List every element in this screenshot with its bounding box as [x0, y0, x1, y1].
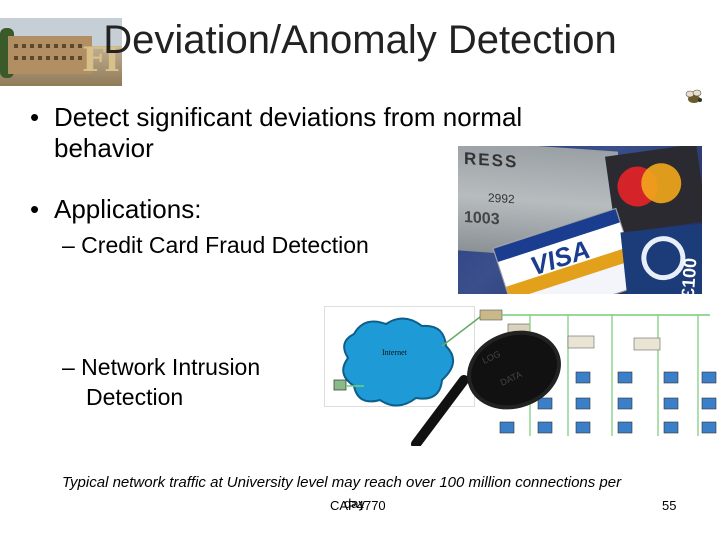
sub-item-credit-card: – Credit Card Fraud Detection [62, 232, 369, 258]
slide-title: Deviation/Anomaly Detection [103, 18, 617, 62]
bullet-marker: • [30, 194, 40, 224]
card-switch: £100 [620, 223, 702, 294]
footer-overlap-text: day [344, 496, 365, 511]
footer-course: CAP4770 [330, 498, 386, 513]
internet-cloud [342, 317, 454, 407]
university-logo: FIU [0, 18, 122, 86]
credit-cards-image: RESS 2992 1003 VISA £100 [458, 146, 702, 294]
bullet-marker: • [30, 102, 40, 132]
sub-item-text: – Network Intrusion [62, 354, 261, 380]
bullet-text: Applications: [54, 194, 202, 224]
sub-item-text-continued: Detection [86, 384, 184, 410]
network-diagram: Internet [324, 306, 720, 446]
bee-icon [685, 89, 702, 103]
bullet-text-continued: behavior [54, 133, 154, 163]
bullet-text: Detect significant deviations from norma… [54, 102, 523, 132]
page-number: 55 [662, 498, 677, 513]
logo-mark: FIU [82, 40, 122, 80]
cloud-label: Internet [382, 348, 408, 357]
sub-item-network-intrusion: – Network Intrusion Detection [62, 352, 260, 412]
footnote: Typical network traffic at University le… [62, 474, 622, 491]
magnifier-icon: LOG DATA [411, 330, 561, 446]
